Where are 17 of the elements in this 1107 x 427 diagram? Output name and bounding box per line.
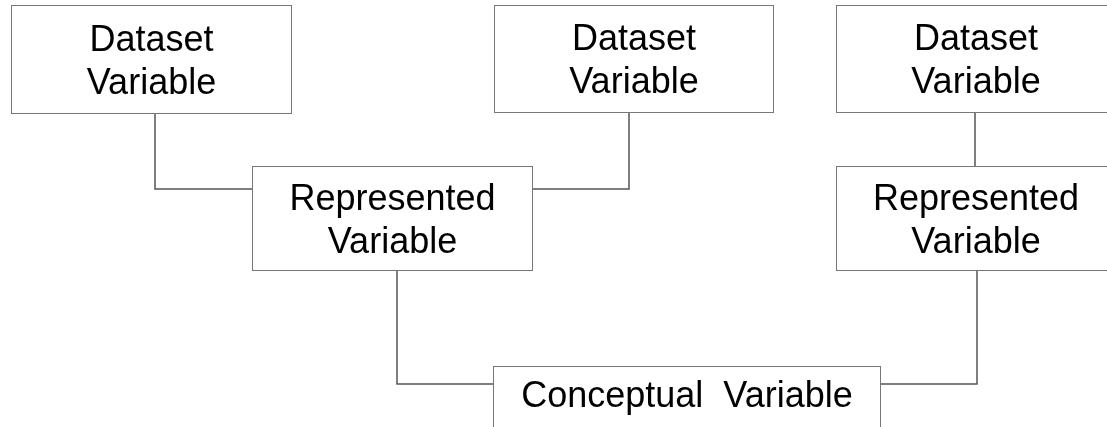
- variable-box: [494, 5, 774, 113]
- box-label: Represented Variable: [288, 175, 497, 262]
- connector-line: [532, 112, 630, 190]
- box-label: Dataset Variable: [85, 16, 218, 103]
- variable-box: [836, 166, 1107, 271]
- box-label: Dataset Variable: [568, 16, 700, 102]
- connector-line: [154, 113, 253, 190]
- connector-line: [974, 112, 976, 167]
- variable-box: [836, 5, 1107, 113]
- box-label: Represented Variable: [871, 175, 1081, 262]
- variable-box: [493, 366, 881, 427]
- connector-line: [396, 270, 494, 385]
- box-label: Conceptual Variable: [521, 373, 853, 416]
- variable-box: [11, 5, 292, 114]
- variable-box: [252, 166, 533, 271]
- connector-line: [880, 270, 978, 385]
- box-label: Dataset Variable: [910, 16, 1042, 102]
